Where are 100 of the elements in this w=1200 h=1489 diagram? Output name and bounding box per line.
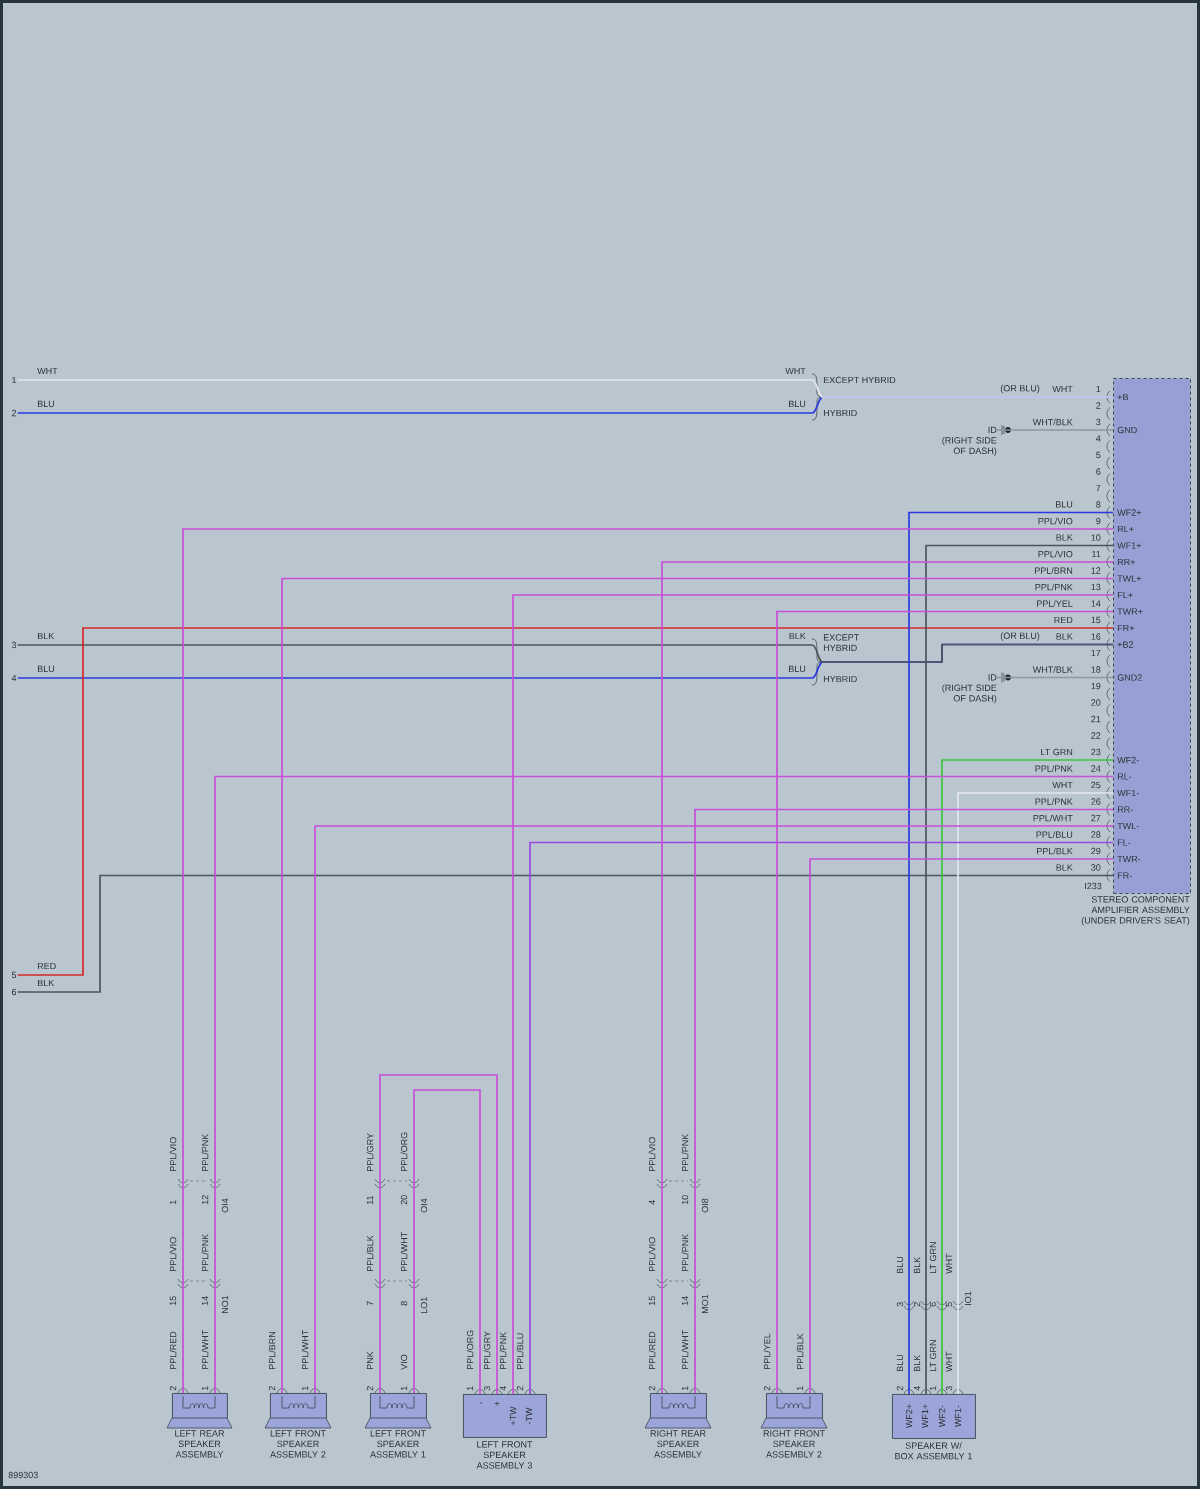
wire-color-label: BLK xyxy=(37,632,55,640)
wire xyxy=(16,379,1114,398)
wire xyxy=(16,874,1114,993)
pin-label: FR+ xyxy=(1117,624,1134,632)
pin-number: 22 xyxy=(1091,732,1101,739)
wire-color-label: PPL/VIO xyxy=(169,1237,177,1272)
wire-color-label: PPL/YEL xyxy=(1037,600,1073,607)
pin-label: TWL- xyxy=(1117,822,1139,830)
pin-number: 29 xyxy=(1091,847,1101,855)
wire xyxy=(182,528,1114,1394)
pin-number: 1 xyxy=(796,1386,804,1391)
wire-color-label: WHT xyxy=(945,1253,953,1274)
variant-note: EXCEPT HYBRID xyxy=(823,634,859,651)
pin-number: 3 xyxy=(945,1386,953,1391)
wire-color-label: BLU xyxy=(37,665,54,673)
pin-number: 3 xyxy=(896,1302,904,1307)
pin-number: 2 xyxy=(648,1386,656,1391)
pin-number: 2 xyxy=(268,1386,276,1391)
pin-number: 5 xyxy=(945,1302,953,1307)
wire-color-label: PNK xyxy=(366,1351,374,1370)
pin-label: GND xyxy=(1117,426,1137,434)
wire-color-label: BLU xyxy=(896,1257,904,1274)
pin-number: 21 xyxy=(1091,715,1101,723)
variant-note: EXCEPT HYBRID xyxy=(823,376,896,384)
pin-number: 4 xyxy=(913,1386,921,1391)
connector-code: OI4 xyxy=(420,1198,428,1213)
pin-number: 1 xyxy=(466,1386,474,1391)
wire xyxy=(16,643,1114,663)
wire xyxy=(281,577,1114,1394)
speaker-caption: SPEAKER W/ BOX ASSEMBLY 1 xyxy=(895,1442,972,1460)
pin-number: 2 xyxy=(169,1386,177,1391)
pin-label: RR+ xyxy=(1117,558,1135,566)
wire-color-label: WHT xyxy=(1052,385,1073,393)
pin-label: FL+ xyxy=(1117,591,1133,599)
wire-color-label: RED xyxy=(1054,616,1073,624)
terminal-label: WF1- xyxy=(954,1405,962,1427)
pin-number: 27 xyxy=(1091,814,1101,822)
pin-number: 8 xyxy=(400,1301,408,1306)
wire-reference-number: 1 xyxy=(12,376,17,384)
pin-number: 1 xyxy=(400,1386,408,1391)
pin-number: 25 xyxy=(1091,781,1101,789)
wire-color-label: BLU xyxy=(789,400,806,408)
wire-color-label: VIO xyxy=(400,1354,408,1370)
wire-reference-number: 3 xyxy=(11,641,17,649)
wire-color-label: BLK xyxy=(1056,864,1073,871)
wire xyxy=(776,610,1114,1394)
wire-color-label: BLU xyxy=(1056,501,1073,508)
wire-color-label: BLK xyxy=(1056,534,1073,541)
pin-label: GND2 xyxy=(1117,674,1142,681)
speaker-caption: RIGHT FRONT SPEAKER ASSEMBLY 2 xyxy=(763,1430,825,1458)
wire-color-label: PPL/BLU xyxy=(516,1333,524,1370)
pin-label: WF2+ xyxy=(1117,509,1142,516)
wire-color-label: PPL/GRY xyxy=(483,1331,491,1370)
pin-number: 2 xyxy=(1096,402,1101,409)
wire-color-label: BLK xyxy=(789,632,806,640)
wire-reference-number: 2 xyxy=(11,409,17,417)
wire xyxy=(996,676,1114,679)
pin-number: 12 xyxy=(201,1195,209,1205)
terminal-label: WF1+ xyxy=(921,1404,929,1429)
wire-reference-number: 4 xyxy=(11,674,17,682)
wire-reference-number: 6 xyxy=(11,988,17,996)
wire-color-label: PPL/ORG xyxy=(466,1330,474,1370)
pin-number: 1 xyxy=(681,1386,689,1391)
wire-color-label: PPL/VIO xyxy=(169,1137,177,1172)
pin-number: 10 xyxy=(681,1195,689,1205)
pin-label: WF2- xyxy=(1117,756,1139,764)
pin-label: +B xyxy=(1117,393,1128,401)
wire xyxy=(413,1089,481,1395)
connector-code: MO1 xyxy=(701,1294,709,1314)
pin-label: TWR- xyxy=(1117,855,1141,863)
wire xyxy=(694,808,1114,1394)
figure-number: 899303 xyxy=(8,1471,38,1479)
wire-color-label: PPL/PNK xyxy=(1035,583,1073,591)
wire xyxy=(661,561,1114,1394)
wire xyxy=(529,841,1114,1395)
wire-color-label: WHT/BLK xyxy=(1032,666,1073,673)
wire-color-label: PPL/WHT xyxy=(681,1330,689,1370)
pin-number: 11 xyxy=(1092,550,1101,558)
pin-number: 15 xyxy=(1091,616,1101,624)
pin-label: RR- xyxy=(1117,806,1133,813)
wire-color-label: LT GRN xyxy=(929,1340,937,1372)
connector-code: I233 xyxy=(1085,882,1102,890)
wire-color-label: PPL/WHT xyxy=(201,1330,209,1370)
speaker-caption: RIGHT REAR SPEAKER ASSEMBLY xyxy=(650,1430,706,1458)
pin-number: 1 xyxy=(301,1386,309,1391)
pin-number: 17 xyxy=(1091,649,1101,657)
wire-color-label: LT GRN xyxy=(1041,748,1073,756)
wire-color-label: WHT xyxy=(785,367,806,375)
pin-number: 26 xyxy=(1091,798,1101,805)
pin-number: 5 xyxy=(1096,451,1101,459)
pin-label: TWL+ xyxy=(1117,575,1142,582)
connector-code: IO1 xyxy=(964,1291,972,1305)
wire-color-label: RED xyxy=(37,962,56,970)
wire-color-label: PPL/RED xyxy=(169,1331,177,1370)
ground-point-label: ID (RIGHT SIDE OF DASH) xyxy=(942,674,997,704)
pin-number: 16 xyxy=(1091,633,1101,640)
wire-color-label: PPL/YEL xyxy=(763,1333,771,1370)
pin-label: FR- xyxy=(1117,872,1132,879)
pin-number: 28 xyxy=(1091,831,1101,838)
pin-label: FL- xyxy=(1117,839,1131,846)
